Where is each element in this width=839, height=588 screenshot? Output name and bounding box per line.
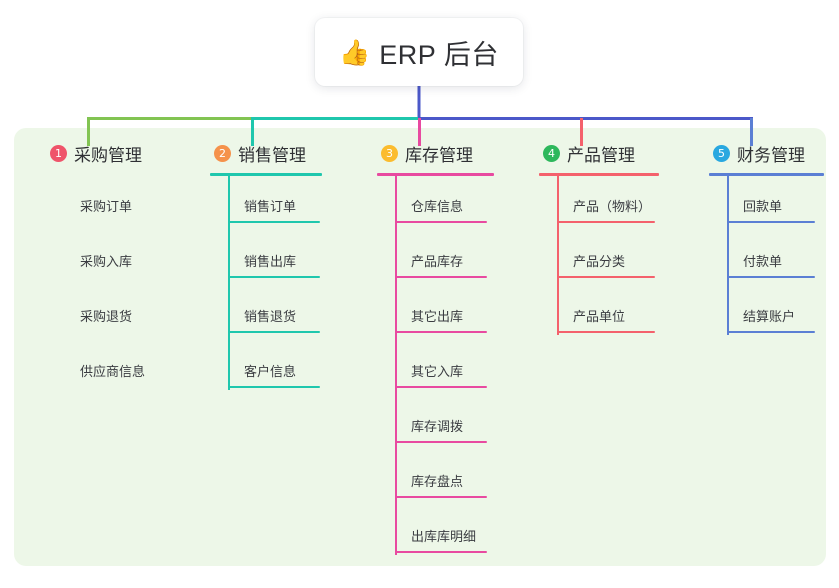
branch-badge-3: 3 bbox=[381, 144, 398, 162]
branch-rule-4 bbox=[539, 173, 659, 176]
leaf-item[interactable]: 产品（物料） bbox=[557, 173, 655, 223]
branch-title-2: 销售管理 bbox=[238, 145, 306, 165]
leaf-item-rule bbox=[395, 221, 487, 223]
branch-title-5: 财务管理 bbox=[737, 145, 805, 165]
thumbs-up-icon: 👍 bbox=[339, 38, 371, 67]
branch-badge-1: 1 bbox=[50, 144, 67, 162]
leaf-item-rule bbox=[395, 276, 487, 278]
branch-rule-5 bbox=[709, 173, 824, 176]
leaf-item[interactable]: 销售订单 bbox=[228, 173, 320, 223]
leaf-item-rule bbox=[395, 496, 487, 498]
leaf-item-rule bbox=[395, 386, 487, 388]
leaf-item[interactable]: 仓库信息 bbox=[395, 173, 487, 223]
leaf-item-rule bbox=[228, 331, 320, 333]
branch-rule-3 bbox=[377, 173, 494, 176]
leaf-item-label: 仓库信息 bbox=[411, 199, 464, 214]
branch-spine-4 bbox=[557, 173, 559, 335]
leaf-item[interactable]: 付款单 bbox=[727, 173, 815, 278]
branch-column-4: 4 产品管理产品（物料） 产品分类产品单位 bbox=[521, 140, 659, 335]
leaf-item-label: 出库库明细 bbox=[411, 529, 477, 544]
branch-spine-3 bbox=[395, 173, 397, 555]
branch-header-3[interactable]: 3 库存管理 bbox=[359, 140, 473, 166]
leaf-item-label: 供应商信息 bbox=[80, 364, 146, 379]
leaf-item[interactable]: 采购订单 bbox=[64, 173, 158, 223]
leaf-item-label: 库存盘点 bbox=[411, 474, 464, 489]
leaf-item-label: 其它入库 bbox=[411, 364, 464, 379]
leaf-item-label: 销售订单 bbox=[244, 199, 297, 214]
branch-column-5: 5 财务管理回款单付款单结算账户 bbox=[691, 140, 824, 335]
leaf-item[interactable]: 其它入库 bbox=[395, 173, 487, 388]
leaf-item-rule bbox=[395, 441, 487, 443]
leaf-item-rule bbox=[395, 331, 487, 333]
leaf-item[interactable]: 产品单位 bbox=[557, 173, 655, 333]
branch-header-1[interactable]: 1 采购管理 bbox=[28, 140, 142, 166]
leaf-item-rule bbox=[557, 331, 655, 333]
leaf-item[interactable]: 其它出库 bbox=[395, 173, 487, 333]
branch-title-1: 采购管理 bbox=[74, 145, 142, 165]
branch-header-4[interactable]: 4 产品管理 bbox=[521, 140, 635, 166]
leaf-item-rule bbox=[557, 276, 655, 278]
leaf-item-label: 产品分类 bbox=[573, 254, 626, 269]
leaf-item-label: 库存调拨 bbox=[411, 419, 464, 434]
leaf-item-rule bbox=[64, 386, 158, 388]
leaf-item[interactable]: 供应商信息 bbox=[64, 173, 158, 388]
branch-header-5[interactable]: 5 财务管理 bbox=[691, 140, 805, 166]
leaf-item[interactable]: 客户信息 bbox=[228, 173, 320, 388]
root-node[interactable]: 👍 ERP 后台 bbox=[315, 18, 523, 86]
branch-title-4: 产品管理 bbox=[567, 145, 635, 165]
leaf-item-label: 产品库存 bbox=[411, 254, 464, 269]
branch-badge-2: 2 bbox=[214, 144, 231, 162]
leaf-item-rule bbox=[727, 331, 815, 333]
leaf-item-label: 其它出库 bbox=[411, 309, 464, 324]
leaf-item[interactable]: 产品库存 bbox=[395, 173, 487, 278]
leaf-item[interactable]: 结算账户 bbox=[727, 173, 815, 333]
branch-badge-4: 4 bbox=[543, 144, 560, 162]
leaf-item-rule bbox=[228, 276, 320, 278]
branch-spine-2 bbox=[228, 173, 230, 390]
branch-badge-5: 5 bbox=[713, 144, 730, 162]
leaf-item-rule bbox=[228, 386, 320, 388]
branch-spine-5 bbox=[727, 173, 729, 335]
leaf-item[interactable]: 出库库明细 bbox=[395, 173, 487, 553]
leaf-item[interactable]: 采购退货 bbox=[64, 173, 158, 333]
branch-title-3: 库存管理 bbox=[405, 145, 473, 165]
leaf-item-rule bbox=[557, 221, 655, 223]
leaf-item[interactable]: 库存盘点 bbox=[395, 173, 487, 498]
leaf-item[interactable]: 库存调拨 bbox=[395, 173, 487, 443]
leaf-item-label: 付款单 bbox=[743, 254, 783, 269]
leaf-item-label: 采购订单 bbox=[80, 199, 133, 214]
leaf-item[interactable]: 销售退货 bbox=[228, 173, 320, 333]
leaf-item-label: 采购入库 bbox=[80, 254, 133, 269]
leaf-item[interactable]: 采购入库 bbox=[64, 173, 158, 278]
leaf-item[interactable]: 销售出库 bbox=[228, 173, 320, 278]
branch-column-1: 1 采购管理采购订单采购入库采购退货供应商信息 bbox=[28, 140, 145, 379]
leaf-item-rule bbox=[727, 221, 815, 223]
branch-header-2[interactable]: 2 销售管理 bbox=[192, 140, 306, 166]
leaf-item-rule bbox=[727, 276, 815, 278]
leaf-item-label: 客户信息 bbox=[244, 364, 297, 379]
leaf-item-label: 销售出库 bbox=[244, 254, 297, 269]
leaf-item-rule bbox=[395, 551, 487, 553]
branch-rule-2 bbox=[210, 173, 322, 176]
leaf-item[interactable]: 回款单 bbox=[727, 173, 815, 223]
root-node-label: ERP 后台 bbox=[379, 39, 499, 70]
leaf-item[interactable]: 产品分类 bbox=[557, 173, 655, 278]
leaf-item-label: 结算账户 bbox=[743, 309, 796, 324]
branch-column-3: 3 库存管理仓库信息产品库存其它出库其它入库库存调拨库存盘点出库库明细 bbox=[359, 140, 494, 555]
leaf-item-label: 产品单位 bbox=[573, 309, 626, 324]
branch-column-2: 2 销售管理销售订单销售出库销售退货客户信息 bbox=[192, 140, 322, 390]
leaf-item-label: 采购退货 bbox=[80, 309, 133, 324]
leaf-item-label: 销售退货 bbox=[244, 309, 297, 324]
branches-panel bbox=[14, 128, 826, 566]
leaf-item-label: 产品（物料） bbox=[573, 199, 652, 214]
leaf-item-rule bbox=[228, 221, 320, 223]
leaf-item-label: 回款单 bbox=[743, 199, 783, 214]
